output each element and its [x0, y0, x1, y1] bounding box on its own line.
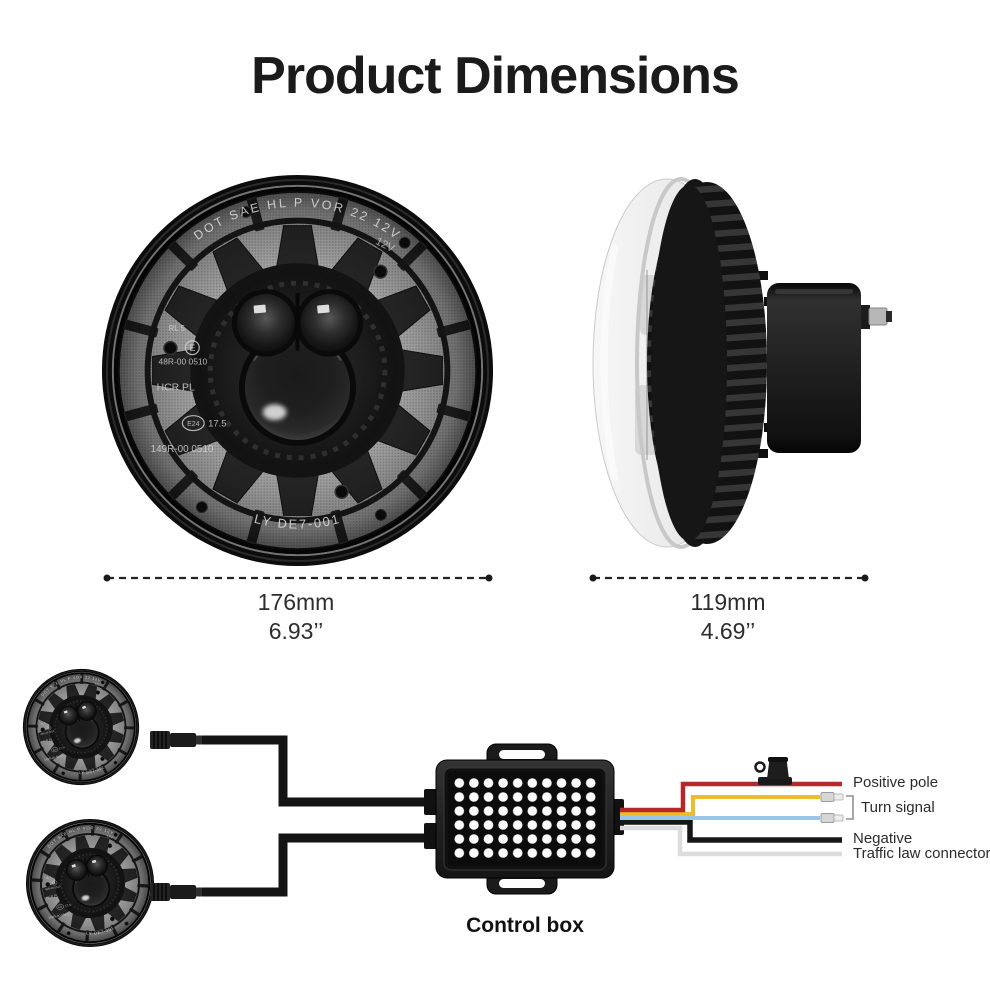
output-wires [620, 781, 842, 857]
lamp-cable-1 [202, 735, 430, 807]
wire-turn-signal-yellow [620, 795, 820, 816]
fuse-holder [754, 757, 792, 785]
rear-housing [767, 283, 861, 453]
front-dimension-inch: 6.93’’ [268, 618, 324, 644]
page-title: Product Dimensions [251, 47, 740, 105]
spade-terminal-blue [820, 813, 844, 823]
control-box [424, 743, 624, 895]
spade-terminal-yellow [820, 792, 844, 802]
lamp-cable-2 [202, 833, 430, 897]
wire-negative [620, 819, 842, 843]
connector-plug-2 [149, 882, 206, 902]
control-box-label: Control box [466, 914, 584, 937]
dimension-line-front [103, 574, 493, 582]
turn-signal-bracket [846, 795, 854, 820]
connector-plug-1 [149, 730, 206, 750]
front-dimension-mm: 176mm [257, 589, 335, 615]
control-box-led-grid [452, 776, 598, 860]
small-headlight-1 [11, 657, 152, 798]
wire-traffic-law [620, 825, 842, 857]
label-traffic-law-connector: Traffic law connector [853, 845, 990, 862]
small-headlight-2 [14, 807, 166, 959]
label-turn-signal: Turn signal [861, 799, 935, 816]
front-dimension-label: 176mm 6.93’’ [196, 588, 396, 646]
label-negative: Negative [853, 830, 913, 847]
side-dimension-label: 119mm 4.69’’ [628, 588, 828, 646]
front-headlight [102, 175, 493, 566]
side-dimension-inch: 4.69’’ [700, 618, 756, 644]
rear-connector-stub [861, 305, 892, 329]
side-headlight [592, 177, 892, 549]
dimension-line-side [589, 574, 869, 582]
side-dimension-mm: 119mm [690, 589, 766, 615]
label-positive-pole: Positive pole [853, 774, 939, 791]
